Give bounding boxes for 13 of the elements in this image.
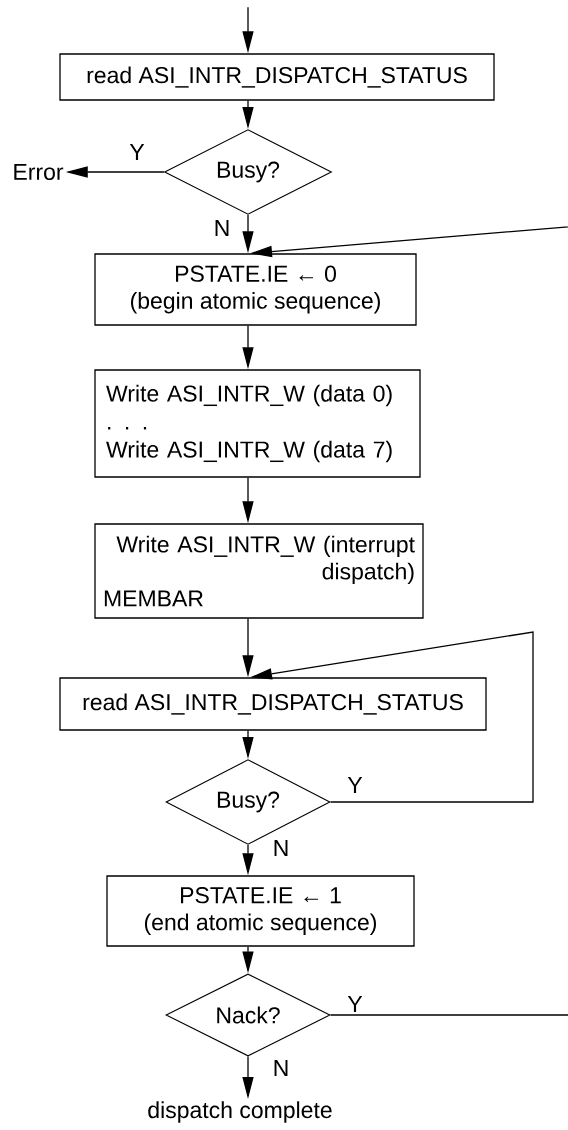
edge-label: Y <box>128 143 146 161</box>
process-box: read ASI_INTR_DISPATCH_STATUS <box>59 53 495 101</box>
process-box: read ASI_INTR_DISPATCH_STATUS <box>59 677 487 731</box>
process-box: PSTATE.IE ← 1 (end atomic sequence) <box>106 875 415 947</box>
process-box: PSTATE.IE ← 0 (begin atomic sequence) <box>94 253 417 326</box>
edge-label: Y <box>346 995 364 1013</box>
edge-label: N <box>212 219 232 237</box>
terminal-text: Error <box>14 164 64 180</box>
terminal-text: dispatch complete <box>148 1101 332 1123</box>
edge-label: Y <box>346 776 364 794</box>
process-box: Write ASI_INTR_W (data 0) . . . Write ASI_INTR_W (data 7) <box>94 369 421 478</box>
edge-label: N <box>271 1059 291 1077</box>
process-box: Write ASI_INTR_W (interrupt dispatch) MEMBAR <box>94 523 424 619</box>
